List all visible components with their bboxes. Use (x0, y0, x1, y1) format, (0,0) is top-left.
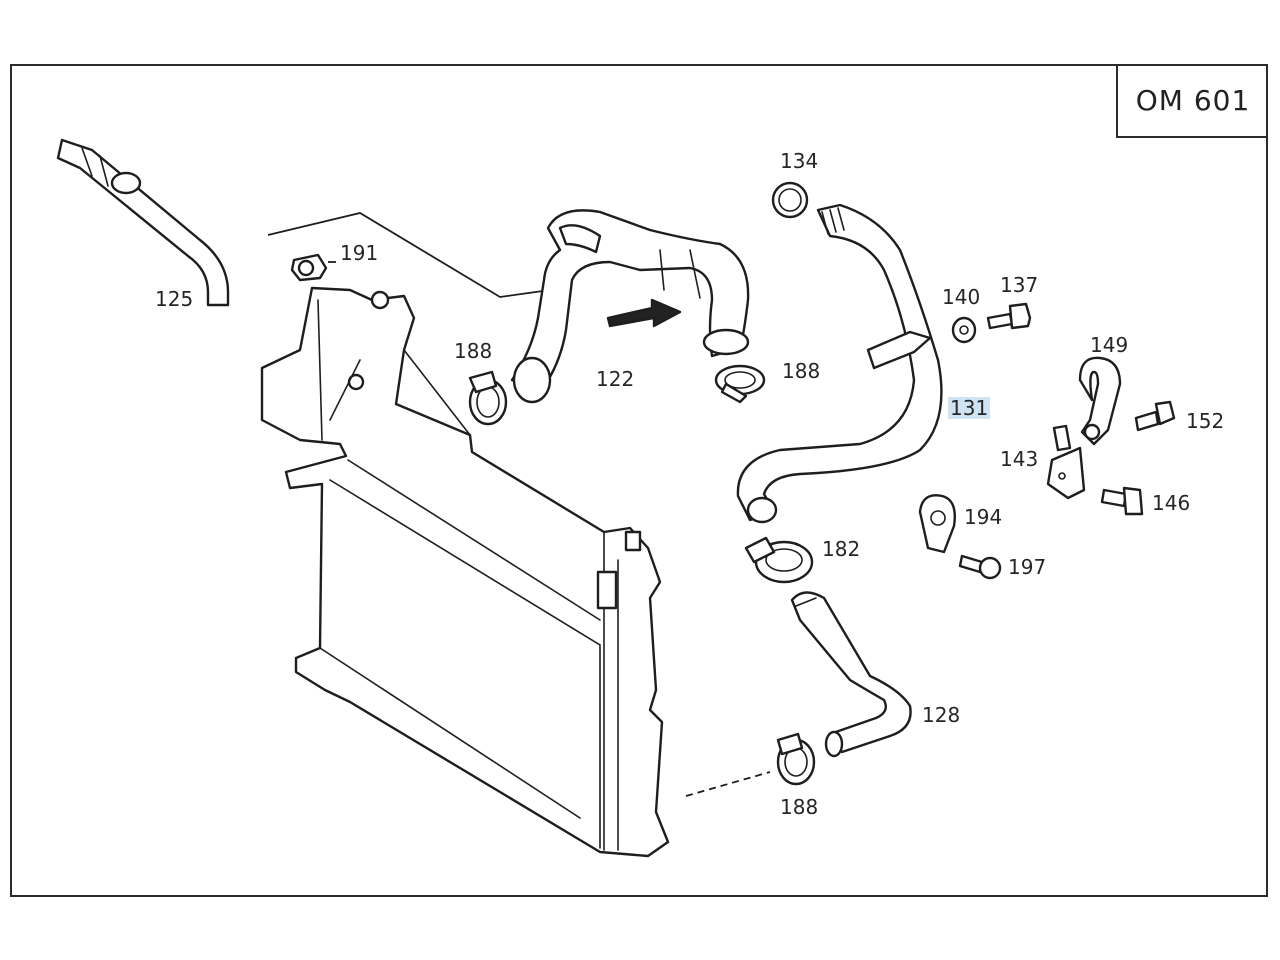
callout-146: 146 (1152, 491, 1191, 515)
radiator-bracket-lines (267, 212, 551, 298)
clamp-182[interactable] (744, 536, 814, 584)
callout-188-left: 188 (454, 339, 493, 363)
clamp-188-lower[interactable] (776, 732, 816, 786)
callout-122: 122 (596, 367, 635, 391)
hose-125[interactable] (56, 138, 230, 307)
bolt-152[interactable] (1134, 400, 1176, 432)
callout-191: 191 (340, 241, 379, 265)
clip-191[interactable] (290, 253, 328, 282)
bolt-146[interactable] (1100, 486, 1144, 516)
clamp-188-upper[interactable] (714, 364, 766, 404)
dashed-connector (685, 771, 771, 797)
callout-188-lower: 188 (780, 795, 819, 819)
callout-137: 137 (1000, 273, 1039, 297)
callout-131[interactable]: 131 (948, 396, 991, 420)
callout-128: 128 (922, 703, 961, 727)
washer-140[interactable] (951, 316, 977, 344)
engine-code-box: OM 601 (1116, 64, 1268, 138)
clamp-188-left[interactable] (468, 370, 508, 426)
hose-122[interactable] (510, 209, 750, 404)
callout-152: 152 (1186, 409, 1225, 433)
callout-194: 194 (964, 505, 1003, 529)
hose-128[interactable] (790, 591, 912, 758)
ring-134[interactable] (771, 181, 809, 219)
callout-125: 125 (155, 287, 194, 311)
holder-194[interactable] (918, 494, 956, 554)
plate-143[interactable] (1046, 424, 1086, 500)
screw-197[interactable] (958, 554, 1002, 580)
callout-197: 197 (1008, 555, 1047, 579)
callout-188-upper: 188 (782, 359, 821, 383)
callout-140: 140 (942, 285, 981, 309)
callout-182: 182 (822, 537, 861, 561)
callout-143: 143 (1000, 447, 1039, 471)
bolt-137[interactable] (986, 302, 1032, 330)
bracket-149[interactable] (1078, 356, 1122, 446)
radiator[interactable] (260, 286, 670, 858)
hose-131[interactable] (736, 203, 943, 524)
callout-149: 149 (1090, 333, 1129, 357)
callout-134: 134 (780, 149, 819, 173)
